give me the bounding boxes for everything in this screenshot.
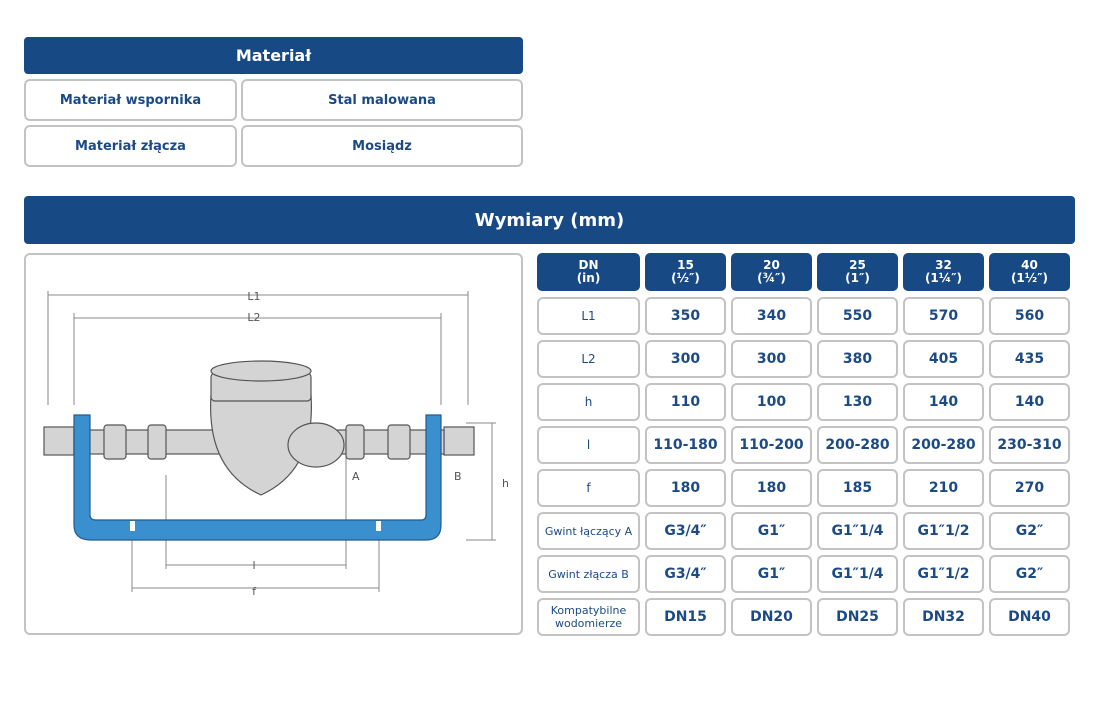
table-cell: DN32 xyxy=(903,598,984,636)
table-cell: 340 xyxy=(731,297,812,335)
header-bottom: (1″) xyxy=(845,271,870,285)
header-top: 25 xyxy=(849,258,866,272)
row-label: Gwint złącza B xyxy=(537,555,640,593)
table-header-cell: DN(in) xyxy=(537,253,640,291)
label-L1: L1 xyxy=(247,290,260,303)
table-cell: G1″1/2 xyxy=(903,512,984,550)
row-label: h xyxy=(537,383,640,421)
header-top: 40 xyxy=(1021,258,1038,272)
table-cell: 380 xyxy=(817,340,898,378)
material-value-bracket: Stal malowana xyxy=(241,79,523,121)
label-f: f xyxy=(252,585,257,598)
header-bottom: (½″) xyxy=(671,271,700,285)
material-label-bracket: Materiał wspornika xyxy=(24,79,237,121)
table-header-cell: 32(1¼″) xyxy=(903,253,984,291)
label-L2: L2 xyxy=(247,311,260,324)
table-cell: 200-280 xyxy=(817,426,898,464)
row-label: f xyxy=(537,469,640,507)
table-cell: G3/4″ xyxy=(645,555,726,593)
table-cell: 405 xyxy=(903,340,984,378)
label-B: B xyxy=(454,470,462,483)
table-header-cell: 20(¾″) xyxy=(731,253,812,291)
dimension-diagram: L1 L2 h l f A B xyxy=(24,253,523,635)
header-bottom: (¾″) xyxy=(757,271,786,285)
bracket-shape xyxy=(73,414,442,541)
table-cell: G1″1/4 xyxy=(817,555,898,593)
table-cell: 180 xyxy=(645,469,726,507)
table-cell: G1″1/2 xyxy=(903,555,984,593)
table-cell: 560 xyxy=(989,297,1070,335)
material-label-connector: Materiał złącza xyxy=(24,125,237,167)
table-cell: 200-280 xyxy=(903,426,984,464)
table-header-cell: 15(½″) xyxy=(645,253,726,291)
table-cell: G3/4″ xyxy=(645,512,726,550)
header-top: 20 xyxy=(763,258,780,272)
dimensions-header: Wymiary (mm) xyxy=(24,196,1075,244)
table-cell: 100 xyxy=(731,383,812,421)
table-cell: 110-180 xyxy=(645,426,726,464)
table-cell: 110 xyxy=(645,383,726,421)
label-l: l xyxy=(252,559,255,572)
table-cell: 350 xyxy=(645,297,726,335)
table-cell: 110-200 xyxy=(731,426,812,464)
table-cell: 270 xyxy=(989,469,1070,507)
table-cell: 570 xyxy=(903,297,984,335)
table-header-cell: 25(1″) xyxy=(817,253,898,291)
table-cell: 230-310 xyxy=(989,426,1070,464)
header-bottom: (in) xyxy=(576,271,601,285)
table-cell: 130 xyxy=(817,383,898,421)
water-meter-bracket-drawing: L1 L2 h l f A B xyxy=(43,290,509,598)
table-cell: 300 xyxy=(731,340,812,378)
table-cell: DN40 xyxy=(989,598,1070,636)
header-top: 15 xyxy=(677,258,694,272)
header-top: 32 xyxy=(935,258,952,272)
header-bottom: (1½″) xyxy=(1010,271,1049,285)
table-cell: 140 xyxy=(903,383,984,421)
table-cell: G2″ xyxy=(989,512,1070,550)
material-header: Materiał xyxy=(24,37,523,74)
row-label: l xyxy=(537,426,640,464)
label-A: A xyxy=(352,470,360,483)
row-label: L1 xyxy=(537,297,640,335)
row-label: L2 xyxy=(537,340,640,378)
table-cell: 185 xyxy=(817,469,898,507)
table-cell: G1″ xyxy=(731,555,812,593)
table-cell: DN20 xyxy=(731,598,812,636)
row-label: Gwint łączący A xyxy=(537,512,640,550)
header-top: DN xyxy=(578,258,599,272)
table-cell: 180 xyxy=(731,469,812,507)
table-cell: 300 xyxy=(645,340,726,378)
table-cell: G1″ xyxy=(731,512,812,550)
table-cell: 435 xyxy=(989,340,1070,378)
table-cell: DN25 xyxy=(817,598,898,636)
table-header-cell: 40(1½″) xyxy=(989,253,1070,291)
table-cell: 140 xyxy=(989,383,1070,421)
table-cell: DN15 xyxy=(645,598,726,636)
table-cell: 210 xyxy=(903,469,984,507)
label-h: h xyxy=(502,477,509,490)
table-cell: G2″ xyxy=(989,555,1070,593)
header-bottom: (1¼″) xyxy=(924,271,963,285)
table-cell: 550 xyxy=(817,297,898,335)
material-value-connector: Mosiądz xyxy=(241,125,523,167)
row-label: Kompatybilne wodomierze xyxy=(537,598,640,636)
table-cell: G1″1/4 xyxy=(817,512,898,550)
